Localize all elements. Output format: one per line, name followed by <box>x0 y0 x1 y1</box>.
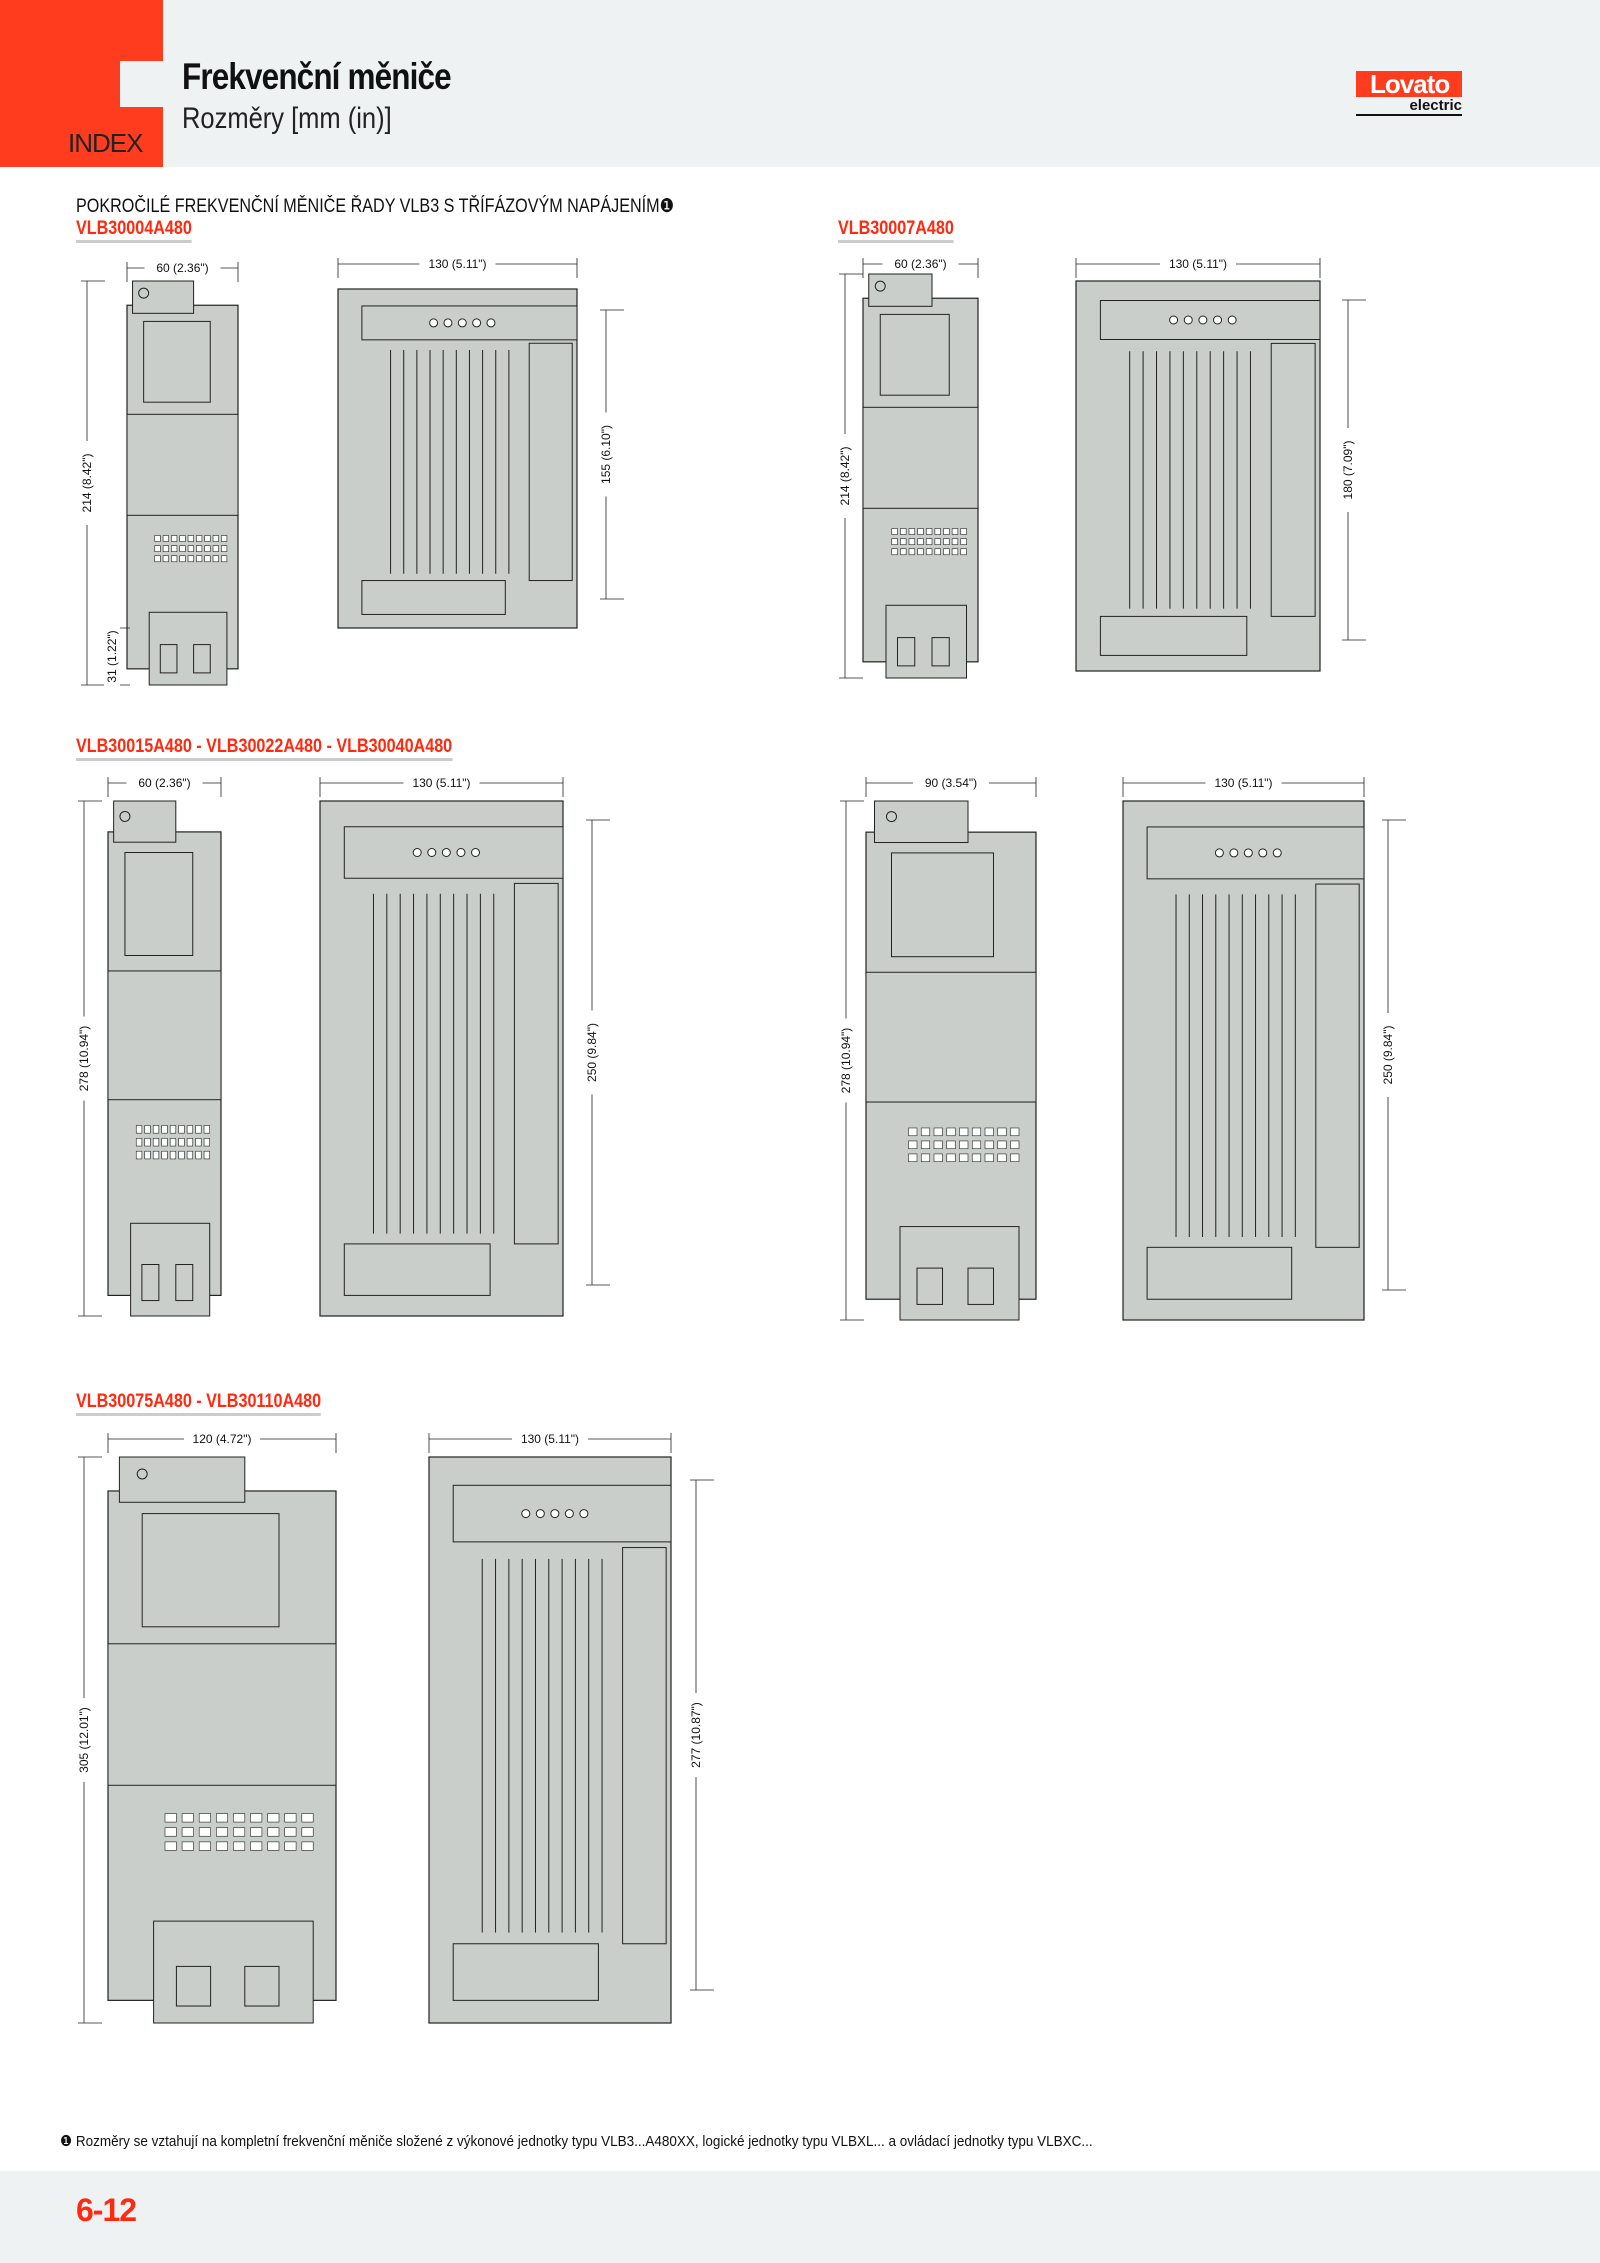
width-dimension: 130 (5.11") <box>337 256 578 278</box>
logo-sub: electric <box>1356 97 1462 116</box>
dimension-label: 60 (2.36") <box>156 261 208 275</box>
front-view-drawing <box>107 1456 337 2024</box>
logo-main: Lovato <box>1356 71 1462 97</box>
height-dimension: 214 (8.42") <box>837 273 863 679</box>
footnote: ❶ Rozměry se vztahují na kompletní frekv… <box>60 2133 1093 2150</box>
width-dimension: 130 (5.11") <box>319 775 564 797</box>
width-dimension: 130 (5.11") <box>1075 256 1321 278</box>
dimension-label: 130 (5.11") <box>1169 257 1227 271</box>
height-dimension: 250 (9.84") <box>584 819 610 1286</box>
dimension-label: 278 (10.94") <box>839 1028 853 1094</box>
height-dimension: 278 (10.94") <box>838 800 864 1321</box>
model-heading: VLB30007A480 <box>838 218 954 243</box>
dimension-label: 60 (2.36") <box>894 257 946 271</box>
dimension-label: 90 (3.54") <box>925 776 977 790</box>
front-view-drawing <box>865 800 1037 1321</box>
page-footer <box>0 2171 1600 2263</box>
side-view-drawing <box>1075 280 1321 672</box>
page-title: Frekvenční měniče <box>182 56 452 97</box>
width-dimension: 60 (2.36") <box>126 260 239 282</box>
height-dimension: 277 (10.87") <box>688 1479 714 1991</box>
height-dimension: 214 (8.42") <box>79 280 105 686</box>
dimension-label: 214 (8.42") <box>80 454 94 513</box>
width-dimension: 120 (4.72") <box>107 1431 337 1453</box>
section-title: POKROČILÉ FREKVENČNÍ MĚNIČE ŘADY VLB3 S … <box>76 196 675 217</box>
dimension-label: 60 (2.36") <box>138 776 190 790</box>
dimension-label: 130 (5.11") <box>521 1432 579 1446</box>
height-dimension: 305 (12.01") <box>76 1456 102 2024</box>
width-dimension: 60 (2.36") <box>862 256 979 278</box>
side-view-drawing <box>337 288 578 629</box>
page-number: 6-12 <box>76 2192 137 2228</box>
height-dimension: 180 (7.09") <box>1340 299 1366 641</box>
height-dimension: 155 (6.10") <box>598 309 624 600</box>
width-dimension: 130 (5.11") <box>1122 775 1365 797</box>
dimension-label: 305 (12.01") <box>77 1707 91 1773</box>
model-heading: VLB30075A480 - VLB30110A480 <box>76 1391 322 1416</box>
dimension-label: 277 (10.87") <box>689 1702 703 1768</box>
front-view-drawing <box>126 280 239 686</box>
model-heading: VLB30004A480 <box>76 218 192 243</box>
lovato-logo: Lovato electric <box>1356 71 1462 116</box>
dimension-label: 214 (8.42") <box>838 447 852 506</box>
page-header <box>0 0 1600 167</box>
front-view-drawing <box>862 273 979 679</box>
index-link[interactable]: INDEX <box>68 128 143 158</box>
side-view-drawing <box>428 1456 672 2024</box>
height-dimension: 31 (1.22") <box>104 614 130 699</box>
side-view-drawing <box>1122 800 1365 1321</box>
height-dimension: 250 (9.84") <box>1380 819 1406 1291</box>
dimension-label: 120 (4.72") <box>193 1432 252 1446</box>
dimension-label: 130 (5.11") <box>1214 776 1272 790</box>
dimension-label: 130 (5.11") <box>412 776 470 790</box>
dimension-label: 250 (9.84") <box>585 1023 599 1082</box>
side-view-drawing <box>319 800 564 1317</box>
dimension-label: 31 (1.22") <box>105 630 119 682</box>
index-tab-notch <box>120 61 163 107</box>
dimension-label: 130 (5.11") <box>428 257 486 271</box>
dimension-label: 155 (6.10") <box>599 425 613 484</box>
dimension-label: 250 (9.84") <box>1381 1026 1395 1085</box>
width-dimension: 60 (2.36") <box>107 775 222 797</box>
model-heading: VLB30015A480 - VLB30022A480 - VLB30040A4… <box>76 736 453 761</box>
width-dimension: 130 (5.11") <box>428 1431 672 1453</box>
front-view-drawing <box>107 800 222 1317</box>
width-dimension: 90 (3.54") <box>865 775 1037 797</box>
height-dimension: 278 (10.94") <box>76 800 102 1317</box>
dimension-label: 180 (7.09") <box>1341 441 1355 500</box>
dimension-label: 278 (10.94") <box>77 1026 91 1092</box>
page-subtitle: Rozměry [mm (in)] <box>182 102 392 135</box>
